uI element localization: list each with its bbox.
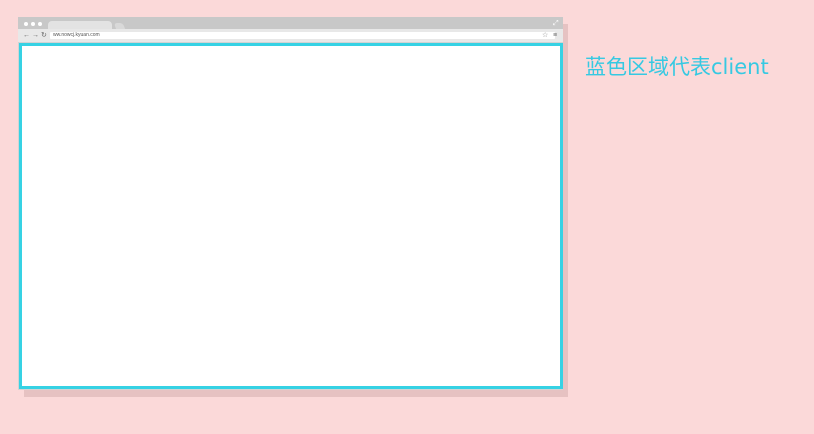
browser-tab[interactable] — [48, 21, 112, 29]
star-icon[interactable]: ☆ — [542, 32, 549, 39]
window-close-dot[interactable] — [24, 22, 28, 26]
window-maximize-dot[interactable] — [38, 22, 42, 26]
browser-titlebar: ⤢ — [18, 17, 563, 29]
arrow-left-icon[interactable]: ← — [23, 32, 30, 39]
address-bar[interactable]: ww.nowcj.kyuan.com — [50, 32, 555, 39]
menu-icon[interactable]: ≡ — [553, 32, 558, 39]
client-area — [19, 43, 563, 389]
expand-icon[interactable]: ⤢ — [553, 20, 559, 27]
reload-icon[interactable]: ↻ — [41, 32, 47, 39]
client-caption: 蓝色区域代表client — [585, 55, 769, 79]
browser-toolbar: ← → ↻ ww.nowcj.kyuan.com ☆ ≡ — [18, 29, 563, 42]
window-minimize-dot[interactable] — [31, 22, 35, 26]
arrow-right-icon[interactable]: → — [32, 32, 39, 39]
